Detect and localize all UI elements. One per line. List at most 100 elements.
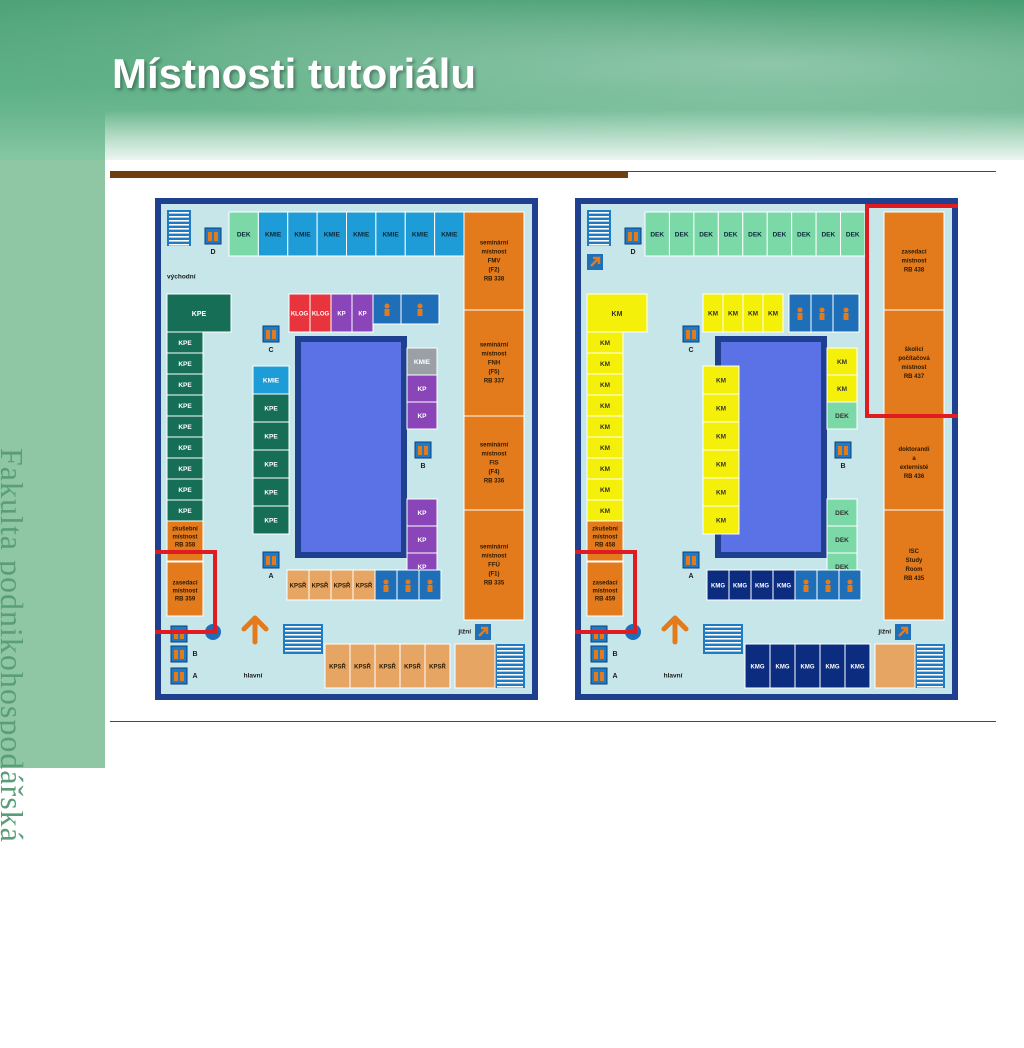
title-rule-thick: [110, 171, 628, 178]
f3-wc-1-icon-body: [384, 309, 390, 316]
f4-right-room: [883, 211, 945, 311]
f3-stairs-main-icon-step: [285, 650, 321, 652]
f3-stairs-nw-icon-step: [169, 220, 189, 222]
f4-inner-right-room-label: DEK: [835, 510, 849, 517]
f4-wc-4-icon-head: [803, 579, 809, 585]
f4-wc-3-icon-body: [843, 313, 849, 320]
f4-col-room-label: KM: [600, 508, 610, 515]
f4-stairs-se-icon-step: [917, 678, 943, 680]
f3-lift-d-icon-door: [208, 232, 212, 241]
f3-right-room-label-line: seminární: [480, 545, 509, 551]
f4-stairs-main-icon-step: [705, 650, 741, 652]
f3-main-arrow: [241, 615, 269, 645]
f4-bottom-room-label: KMG: [801, 665, 815, 671]
f3-stairs-nw-icon-step: [169, 240, 189, 242]
f4-lift-a-icon: [590, 667, 608, 685]
sidebar-band: Fakulta podnikohospodářská: [0, 160, 105, 843]
f3-inner-right-room: [406, 374, 438, 403]
f4-right-room-label-line: zasedací: [901, 250, 926, 256]
f4-stairs-se-icon-step: [917, 666, 943, 668]
f3-right-room: [463, 211, 525, 311]
f4-right-room: [883, 309, 945, 417]
f3-stairs-se-icon-step: [497, 674, 523, 676]
f3-inner-top-room-label: KLOG: [312, 312, 330, 318]
f3-inner-right-room-label: KP: [417, 510, 427, 517]
f4-right-room: [883, 509, 945, 621]
f4-inner-top-room-label: KM: [748, 311, 758, 318]
f3-inner-left-room: [252, 477, 290, 507]
f3-top-room-label: KMIE: [294, 232, 311, 239]
f4-wc-6-icon-body: [847, 585, 853, 592]
f4-lift-c-icon-door: [692, 330, 696, 339]
f4-lift-b3-icon-door: [844, 446, 848, 455]
f4-inner-top-room-label: KM: [708, 311, 718, 318]
f4-stairs-nw-icon-step: [589, 216, 609, 218]
f3-lift-b2-icon: [170, 645, 188, 663]
f3-col-room-label: KPE: [178, 466, 192, 473]
faculty-vertical-text: Fakulta podnikohospodářská: [0, 448, 30, 843]
f4-wc-1-icon-head: [797, 307, 803, 313]
f3-wc-5-icon-body: [405, 585, 411, 592]
f4-col-room-label: KM: [600, 382, 610, 389]
f3-west-label: východní: [167, 274, 196, 281]
f3-bottom-room-label: KPSŘ: [404, 663, 421, 671]
f3-right-room-label-line: (F4): [489, 470, 500, 476]
f4-inner-right-room-label: KM: [837, 359, 847, 366]
f3-stairs-nw-icon-step: [169, 228, 189, 230]
f4-inner-left-room-label: KM: [716, 462, 726, 469]
f3-lift-b2-icon-door: [180, 650, 184, 659]
f3-top-room: [316, 211, 347, 257]
f4-top-room-label: DEK: [797, 232, 811, 239]
f3-meeting-room: [166, 561, 204, 617]
f3-stairs-main-icon-step: [285, 638, 321, 640]
f3-top-room-label: DEK: [237, 232, 251, 239]
f4-wc-1-icon-body: [797, 313, 803, 320]
f4-wc-2-icon-head: [819, 307, 825, 313]
f3-stairs-nw-icon-step: [169, 244, 189, 246]
f4-bottom-room: [844, 643, 871, 689]
f4-inner-left-room: [702, 505, 740, 535]
f3-right-room-label-line: místnost: [481, 352, 506, 358]
f4-lift-b2-icon-door: [600, 650, 604, 659]
f3-stairs-nw-icon-step: [169, 236, 189, 238]
f3-right-room-label-line: místnost: [481, 452, 506, 458]
f3-right-room-label-line: seminární: [480, 443, 509, 449]
f4-lift-d-label: D: [630, 249, 635, 256]
f4-right-room-label-line: školicí: [905, 347, 924, 353]
f3-lift-b3-icon: [414, 441, 432, 459]
f3-inner-left-room: [252, 421, 290, 451]
f3-lift-d-icon: [204, 227, 222, 245]
f4-inner-bottom-room-label: KMG: [755, 584, 769, 590]
f4-stairs-nw-icon-step: [589, 236, 609, 238]
f3-top-room-label: KMIE: [324, 232, 341, 239]
header-background: [0, 0, 1024, 170]
f3-inner-bottom-room-label: KPSŘ: [312, 582, 329, 590]
f3-stairs-se-icon-step: [497, 686, 523, 688]
f4-top-room: [742, 211, 768, 257]
f4-stairs-nw-icon-step: [589, 244, 609, 246]
f3-inner-bottom-room-label: KPSŘ: [334, 582, 351, 590]
f4-bottom-room: [819, 643, 846, 689]
f4-stair-a-label: A: [612, 673, 617, 680]
f3-inner-right-room: [406, 401, 438, 430]
f3-lift-b3-label: B: [420, 463, 425, 470]
f3-south-label: jižní: [457, 629, 471, 636]
f3-right-room: [463, 509, 525, 621]
f4-stairs-nw-icon-step: [589, 240, 609, 242]
f4-right-room-label-line: RB 436: [904, 474, 925, 480]
f3-stairs-se-icon-step: [497, 654, 523, 656]
f4-bottom-room-label: KMG: [851, 665, 865, 671]
f3-bottom-room-label: KPSŘ: [379, 663, 396, 671]
f4-stairs-se-icon-step: [917, 662, 943, 664]
f4-stairs-nw-icon-step: [589, 232, 609, 234]
f4-bottom-room: [744, 643, 771, 689]
f3-inner-right-room-label: KP: [417, 537, 427, 544]
f3-inner-left-room: [252, 365, 290, 395]
f3-lift-b2-icon-door: [174, 650, 178, 659]
f4-highlight-meeting: [575, 550, 637, 634]
f4-col-room-label: KM: [600, 403, 610, 410]
f3-main-label: hlavní: [244, 673, 263, 680]
f4-main-label: hlavní: [664, 673, 683, 680]
f4-top-room: [791, 211, 817, 257]
